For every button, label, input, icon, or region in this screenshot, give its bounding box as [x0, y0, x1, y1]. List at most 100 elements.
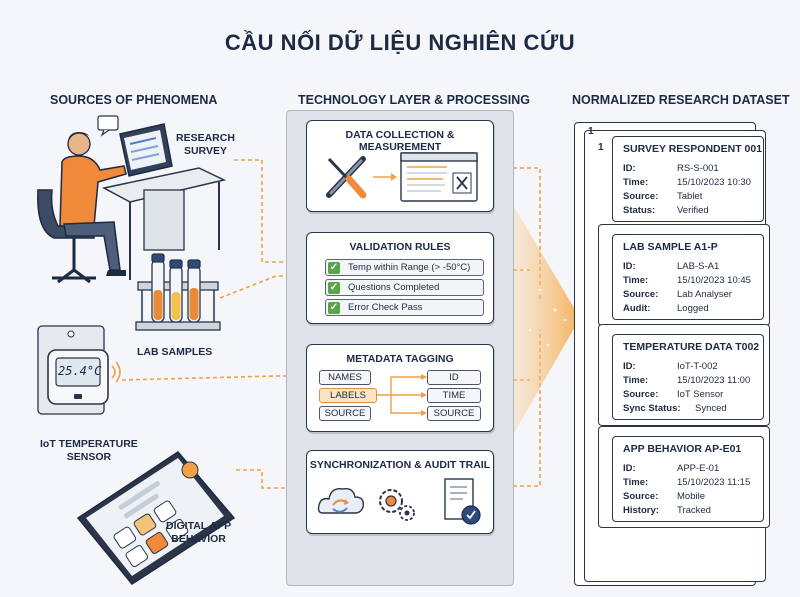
row-value: Tablet [677, 191, 703, 202]
row-key: ID: [623, 361, 636, 372]
row-value: 15/10/2023 11:00 [677, 375, 751, 386]
dataset-column-heading: NORMALIZED RESEARCH DATASET [572, 93, 790, 107]
record-row: Source: Tablet [623, 191, 702, 202]
checkmark-icon: ✓ [328, 281, 340, 294]
row-key: ID: [623, 163, 636, 174]
sensor-label-line2: SENSOR [66, 451, 112, 463]
metadata-tag-labels: LABELS [319, 388, 377, 403]
row-key: Time: [623, 275, 649, 286]
sensor-illustration [36, 324, 126, 416]
record-title: APP BEHAVIOR AP-E01 [623, 443, 742, 455]
validation-box: VALIDATION RULES ✓ Temp within Range (> -… [306, 232, 494, 324]
row-value: RS-S-001 [677, 163, 719, 174]
validation-check-2-text: Questions Completed [348, 282, 440, 293]
metadata-box: METADATA TAGGING NAMES LABELS SOURCE ID … [306, 344, 494, 432]
checkmark-icon: ✓ [328, 301, 340, 314]
data-collection-title: DATA COLLECTION & MEASUREMENT [345, 129, 455, 153]
row-key: Time: [623, 375, 649, 386]
person-at-desk-illustration [37, 115, 227, 284]
row-value: Mobile [677, 491, 705, 502]
page-title: CẦU NỐI DỮ LIỆU NGHIÊN CỨU [224, 30, 576, 55]
record-title: LAB SAMPLE A1-P [623, 241, 718, 253]
row-value: 15/10/2023 11:15 [677, 477, 751, 488]
metadata-tag-source: SOURCE [319, 406, 371, 421]
row-value: Synced [695, 403, 727, 414]
record-row: Time: 15/10/2023 11:00 [623, 375, 750, 386]
row-value: IoT Sensor [677, 389, 724, 400]
app-label-line2: BEHAVIOR [171, 533, 226, 545]
row-key: ID: [623, 261, 636, 272]
survey-connector [234, 159, 310, 269]
smartphone-icon [76, 451, 236, 585]
survey-label: RESEARCH SURVEY [176, 132, 235, 158]
sync-box: Synchronization & Audit Trail [306, 450, 494, 534]
sheet-index-1: 1 [588, 126, 594, 137]
record-title: SURVEY RESPONDENT 001 [623, 143, 763, 155]
survey-illustration [34, 110, 234, 300]
row-key: Source: [623, 289, 659, 300]
record-row: History:Tracked [623, 505, 711, 516]
data-collection-box: DATA COLLECTION & MEASUREMENT [306, 120, 494, 212]
sensor-display-reading: 25.4°C [58, 364, 102, 378]
sensor-label: IoT TEMPERATURE SENSOR [40, 438, 138, 464]
row-key: History: [623, 505, 659, 516]
record-row: Time: 15/10/2023 11:15 [623, 477, 750, 488]
record-row: Source: Lab Analyser [623, 289, 732, 300]
sources-column-heading: SOURCES OF PHENOMENA [50, 93, 218, 107]
sensor-connector [121, 369, 310, 383]
sheet-index-2: 1 [598, 142, 604, 153]
record-card-app: APP BEHAVIOR AP-E01 ID: APP-E-01 Time: 15/… [612, 436, 764, 522]
row-key: Sync Status: [623, 403, 681, 414]
validation-check-1-text: Temp within Range (> -50°C) [348, 262, 471, 273]
row-value: Lab Analyser [677, 289, 732, 300]
row-value: IoT-T-002 [677, 361, 718, 372]
record-card-lab: LAB SAMPLE A1-P ID:LAB-S-A1 Time: 15/10/2… [612, 234, 764, 320]
technology-column-heading: TECHNOLOGY LAYER & PROCESSING [298, 93, 530, 107]
metadata-connectors [377, 374, 427, 416]
row-value: 15/10/2023 10:30 [677, 177, 751, 188]
record-row: Source: IoT Sensor [623, 389, 723, 400]
cloud-sync-icon [317, 487, 365, 514]
survey-label-line1: RESEARCH [176, 132, 235, 144]
record-title: TEMPERATURE DATA T002 [623, 341, 760, 353]
sensor-label-line1: IoT TEMPERATURE [40, 438, 138, 450]
row-value: APP-E-01 [677, 463, 720, 474]
row-key: Source: [623, 491, 659, 502]
row-key: Time: [623, 477, 649, 488]
metadata-tag-source-out: SOURCE [427, 406, 481, 421]
app-label: DIGITAL APP BEHAVIOR [166, 520, 231, 546]
app-connector [236, 469, 310, 495]
audit-document-icon [444, 478, 481, 525]
row-value: Logged [677, 303, 709, 314]
lab-samples-label: LAB SAMPLES [137, 346, 213, 358]
validation-check-3-text: Error Check Pass [348, 302, 423, 313]
row-value: 15/10/2023 10:45 [677, 275, 751, 286]
checkmark-icon: ✓ [328, 261, 340, 274]
sync-graphic [317, 478, 481, 525]
record-card-temperature: TEMPERATURE DATA T002 ID: IoT-T-002 Time:… [612, 334, 764, 420]
metadata-title: METADATA TAGGING [346, 353, 454, 365]
validation-check-2: ✓ Questions Completed [325, 279, 484, 296]
gears-icon [379, 489, 415, 521]
tools-icon [326, 156, 367, 199]
validation-check-3: ✓ Error Check Pass [325, 299, 484, 316]
lab-samples-illustration [132, 252, 222, 340]
record-row: ID: IoT-T-002 [623, 361, 718, 372]
validation-title: VALIDATION RULES [349, 241, 451, 253]
test-tubes-icon [135, 253, 221, 331]
row-key: Source: [623, 389, 659, 400]
row-key: Audit: [623, 303, 651, 314]
row-key: ID: [623, 463, 636, 474]
record-row: ID: RS-S-001 [623, 163, 719, 174]
data-collection-graphic [326, 152, 478, 202]
metadata-tag-time: TIME [427, 388, 481, 403]
record-row: ID: APP-E-01 [623, 463, 719, 474]
record-card-survey: SURVEY RESPONDENT 001 ID: RS-S-001 Time: 1… [612, 136, 764, 222]
row-key: Source: [623, 191, 659, 202]
row-key: Time: [623, 177, 649, 188]
survey-label-line2: SURVEY [183, 145, 227, 157]
record-row: ID:LAB-S-A1 [623, 261, 719, 272]
thermometer-device-icon [37, 325, 121, 415]
record-row: Time: 15/10/2023 10:30 [623, 177, 751, 188]
sync-title: Synchronization & Audit Trail [309, 459, 491, 471]
